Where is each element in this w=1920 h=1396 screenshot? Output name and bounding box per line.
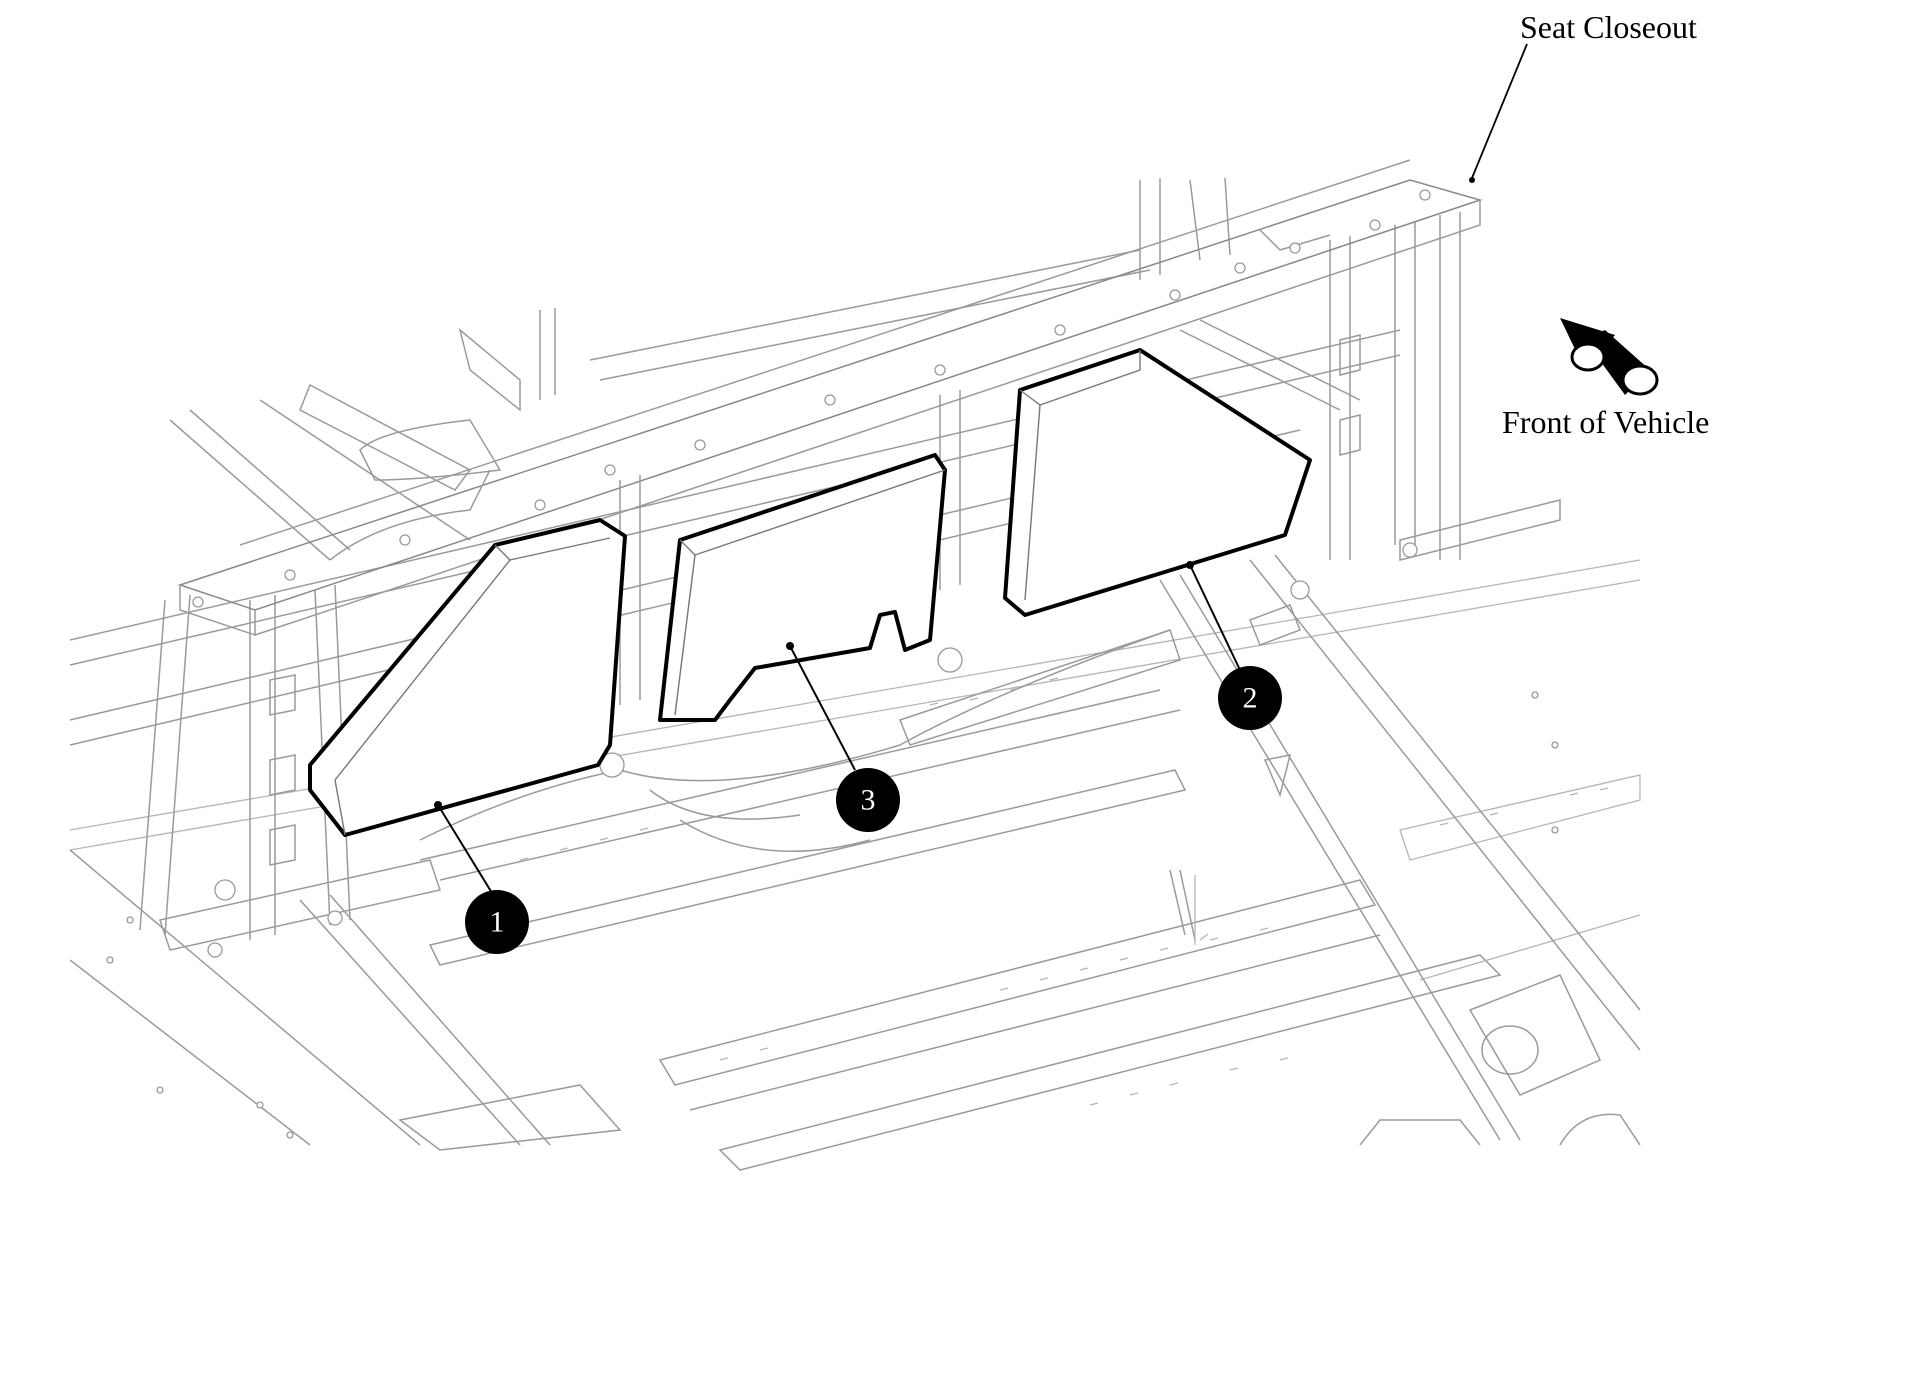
callout-2-number: 2 [1243, 682, 1258, 715]
arrow-icon [1560, 318, 1659, 396]
callout-2: 2 [1186, 561, 1282, 730]
pad-1 [308, 518, 627, 837]
callout-1-number: 1 [490, 906, 505, 939]
front-of-vehicle-indicator: Front of Vehicle [1502, 318, 1709, 440]
mounting-holes [106, 189, 1559, 1139]
callout-1: 1 [434, 801, 529, 954]
vehicle-frame [69, 159, 1641, 1171]
pad-2 [1003, 348, 1312, 617]
pad-3 [658, 453, 947, 722]
callout-3: 3 [786, 642, 900, 832]
seat-closeout-callout: Seat Closeout [1469, 9, 1697, 183]
seat-closeout-label: Seat Closeout [1520, 9, 1697, 45]
rail-rivets [519, 677, 1609, 1106]
callout-3-number: 3 [861, 784, 876, 817]
front-of-vehicle-label: Front of Vehicle [1502, 404, 1709, 440]
